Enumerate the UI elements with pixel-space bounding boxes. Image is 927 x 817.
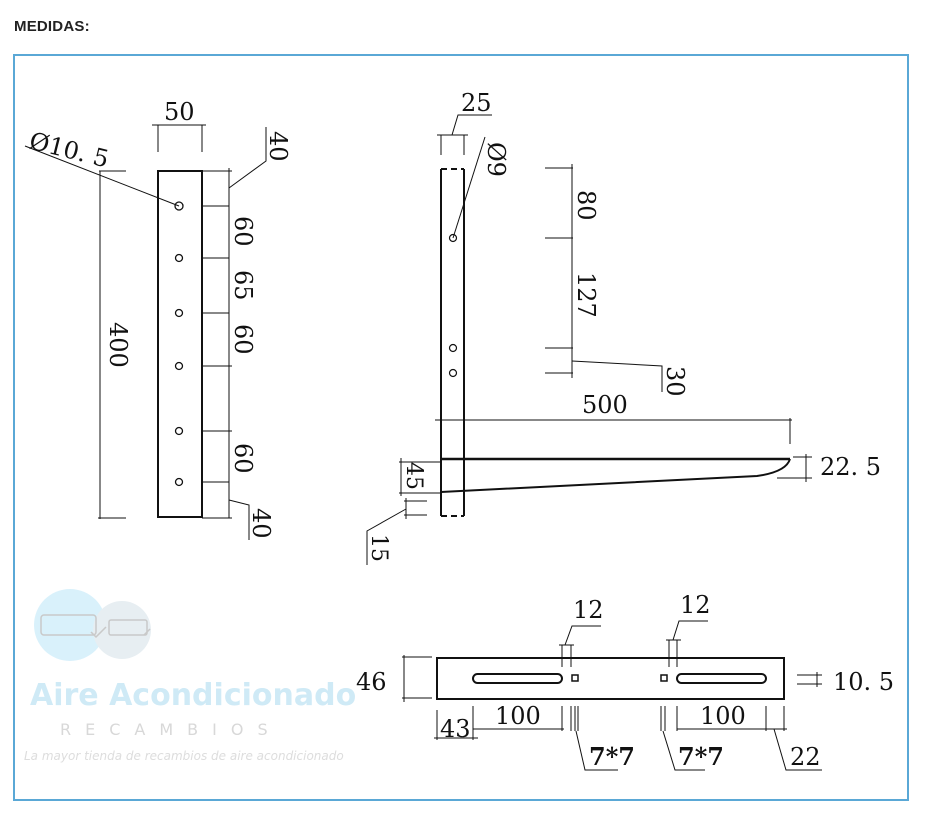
top-view-labels: 46 12 12 10. 5 43 100 100 7*7 7*7 22 (356, 591, 894, 771)
dim-gap-left: 12 (573, 596, 604, 624)
hole (174, 201, 184, 211)
top-view (402, 620, 822, 771)
side-dimension-lines (366, 114, 812, 565)
dim-vertical-30: 30 (661, 366, 689, 397)
dim-vertical-80: 80 (572, 190, 600, 221)
dim-spacing: 60 (229, 216, 257, 247)
hole (174, 308, 184, 318)
dim-gap-right: 12 (680, 591, 711, 619)
front-view (24, 124, 267, 540)
front-view-labels: 50 Ø10. 5 400 40 60 65 60 60 40 (27, 98, 292, 539)
hole (174, 477, 184, 487)
dim-square-hole-left: 7*7 (589, 742, 635, 771)
dim-total-height: 400 (104, 322, 132, 368)
dim-spacing: 60 (229, 324, 257, 355)
arm-bottom-edge (440, 458, 791, 493)
dim-spacing-top: 40 (264, 131, 292, 162)
dim-width-50: 50 (164, 98, 195, 126)
dim-slot-width: 10. 5 (833, 668, 894, 696)
dim-tip-height: 22. 5 (820, 453, 881, 481)
top-dimension-lines (402, 620, 822, 771)
side-view (366, 114, 812, 565)
square-hole-right (660, 674, 668, 682)
side-view-labels: 25 Ø9 80 127 30 500 22. 5 45 15 (366, 89, 881, 562)
watermark-subtitle: RECAMBIOS (60, 720, 282, 739)
dim-bottom-offset: 15 (366, 534, 391, 562)
dim-right-offset: 22 (790, 743, 821, 771)
square-hole-left (571, 674, 579, 682)
hole (174, 426, 184, 436)
dim-arm-length: 500 (582, 391, 628, 419)
dim-square-hole-right: 7*7 (678, 742, 724, 771)
slot-right (676, 673, 767, 684)
watermark: Aire Acondicionado RECAMBIOS La mayor ti… (24, 589, 356, 763)
dim-spacing: 65 (229, 270, 257, 301)
dim-slot-length-right: 100 (700, 702, 746, 730)
dim-plan-height: 46 (356, 668, 387, 696)
hole (174, 361, 184, 371)
dim-slot-length-left: 100 (495, 702, 541, 730)
arm-plan-outline (436, 657, 785, 700)
hole (448, 343, 458, 353)
watermark-logo-circle-large (34, 589, 106, 661)
drawing-frame (13, 54, 909, 801)
dim-left-offset: 43 (440, 715, 471, 743)
section-heading: MEDIDAS: (14, 18, 90, 35)
watermark-title: Aire Acondicionado (30, 678, 356, 713)
dim-hole-diameter: Ø10. 5 (27, 127, 112, 174)
dim-spacing: 60 (229, 443, 257, 474)
hole (174, 253, 184, 263)
hole (448, 233, 458, 243)
slot-left (472, 673, 563, 684)
dim-thickness: 25 (461, 89, 492, 117)
air-conditioner-icon (40, 614, 151, 639)
front-plate-holes (174, 201, 184, 487)
side-holes (448, 233, 458, 378)
watermark-tagline: La mayor tienda de recambios de aire aco… (24, 749, 344, 763)
dim-arm-base-height: 45 (401, 462, 426, 490)
dim-side-hole-diameter: Ø9 (482, 142, 510, 177)
dim-spacing-bottom: 40 (247, 508, 275, 539)
hole (448, 368, 458, 378)
dim-vertical-127: 127 (572, 272, 600, 318)
front-dimension-lines (24, 124, 267, 540)
front-plate-outline (157, 170, 203, 518)
watermark-logo-circle-small (93, 601, 151, 659)
